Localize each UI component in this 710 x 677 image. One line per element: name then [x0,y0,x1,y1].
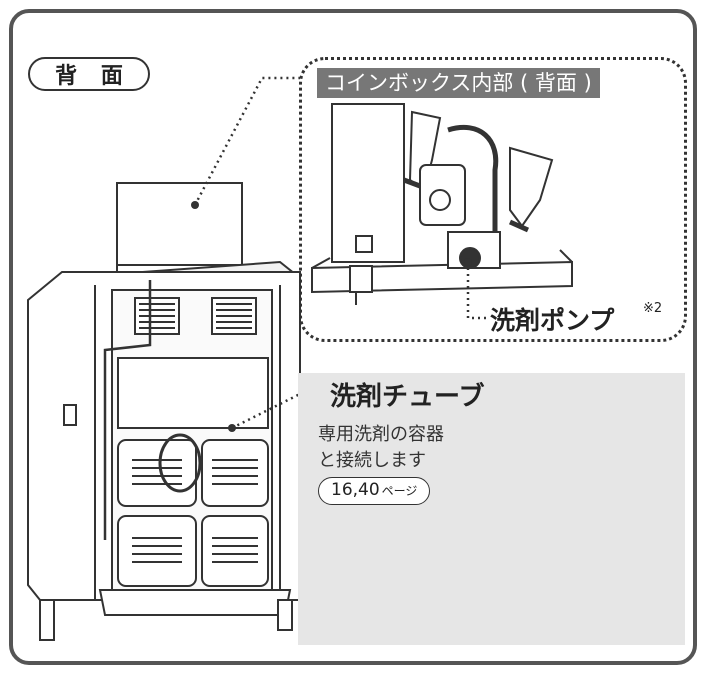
pump-note-mark: ※2 [643,301,663,316]
coinbox-interior-title: コインボックス内部 ( 背面 ) [317,68,600,98]
lower-panels [117,439,269,587]
leader-coinbox [193,76,300,206]
detergent-pump-label: 洗剤ポンプ [490,306,615,335]
lower-vents [132,459,258,563]
detergent-tube-label: 洗剤チューブ [330,382,485,412]
page-ref-numbers: 16,40 [331,480,380,500]
vent-right [211,297,257,335]
tube-description-line1: 専用洗剤の容器 [318,424,444,445]
tube-description-line2: と接続します [318,450,426,471]
coin-box [116,182,243,274]
leader-pump [466,262,490,320]
vent-left [134,297,180,335]
tube-info-panel [298,373,685,645]
back-label: 背 面 [28,57,150,91]
page-ref-suffix: ページ [381,484,418,498]
coinbox-detail-frame [299,57,687,342]
coinbox-interior-illustration [311,103,573,305]
washer-rear-illustration [27,182,301,641]
